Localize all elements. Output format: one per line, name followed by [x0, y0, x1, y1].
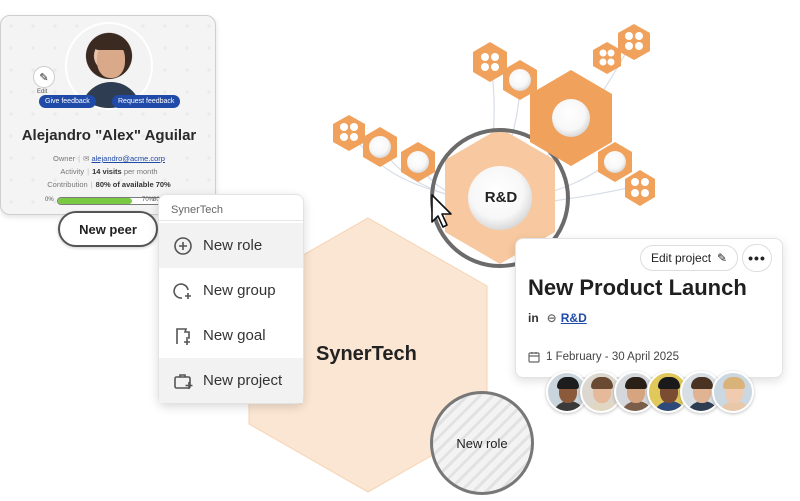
project-team-row: in ⊖ R&D [528, 311, 587, 325]
owner-label: Owner [53, 154, 76, 163]
profile-card: ✎ Edit Give feedback Request feedback Al… [0, 15, 216, 215]
team-link[interactable]: R&D [560, 311, 587, 325]
calendar-icon [528, 352, 540, 363]
mail-icon: ✉ [83, 154, 90, 163]
contribution-row: Contribution|80% of available 70% [47, 180, 171, 189]
avatar[interactable] [712, 371, 754, 413]
menu-item-label: New role [203, 237, 263, 254]
owner-row: Owner|✉ alejandro@acme.corp [53, 154, 165, 163]
contribution-value: 80% of available [95, 180, 154, 189]
rd-ball [468, 166, 532, 230]
cursor-icon [431, 194, 452, 228]
menu-item-label: New project [203, 372, 283, 389]
in-label: in [528, 311, 539, 325]
menu-item-label: New goal [203, 327, 266, 344]
progress-end: 80 [153, 197, 160, 203]
more-options-button[interactable]: ••• [742, 244, 772, 272]
project-card: Edit project ✎ ••• New Product Launch in… [515, 238, 783, 378]
hex-cluster-1 [473, 42, 507, 82]
menu-divider [159, 220, 303, 221]
plus-circle-icon [174, 236, 192, 255]
email-link[interactable]: alejandro@acme.corp [91, 154, 165, 163]
menu-item-new-role[interactable]: New role [159, 223, 303, 268]
hex-cluster-3 [618, 24, 650, 60]
activity-label: Activity [60, 167, 85, 176]
pencil-icon: ✎ [717, 251, 728, 265]
edit-project-button[interactable]: Edit project ✎ [640, 245, 739, 271]
menu-header: SynerTech [171, 204, 223, 216]
edit-label: Edit [37, 89, 48, 95]
menu-item-new-group[interactable]: New group [159, 268, 303, 313]
briefcase-add-icon [174, 373, 193, 389]
request-feedback-button[interactable]: Request feedback [112, 95, 181, 108]
progress-fill [58, 198, 133, 204]
profile-name: Alejandro "Alex" Aguilar [21, 127, 197, 144]
hex-cluster-2 [333, 115, 365, 151]
group-add-icon [173, 282, 191, 299]
contribution-percent: 70% [155, 180, 171, 189]
contribution-label: Contribution [47, 180, 88, 189]
activity-suffix: per month [123, 167, 158, 176]
new-role-label: New role [456, 435, 508, 451]
project-dates: 1 February - 30 April 2025 [546, 351, 679, 363]
hex-node-2 [363, 127, 397, 167]
activity-row: Activity|14 visits per month [60, 167, 158, 176]
project-members [546, 371, 756, 415]
menu-item-label: New group [203, 282, 276, 299]
progress-value-label: 70% [141, 197, 154, 203]
new-peer-button[interactable]: New peer [58, 211, 158, 247]
edit-pencil-icon[interactable]: ✎ [33, 66, 55, 88]
hex-node-3 [401, 142, 435, 182]
contribution-progress: 70% [57, 197, 165, 205]
hex-node-1 [503, 60, 537, 100]
synertech-hex-label[interactable]: SynerTech [316, 343, 417, 365]
menu-item-new-project[interactable]: New project [159, 358, 303, 403]
hex-node-4 [598, 142, 632, 182]
give-feedback-button[interactable]: Give feedback [39, 95, 96, 108]
edit-project-label: Edit project [651, 251, 712, 265]
progress-start: 0% [45, 197, 54, 203]
flag-add-icon [176, 327, 190, 345]
activity-value: 14 visits [92, 167, 122, 176]
project-dates-row: 1 February - 30 April 2025 [528, 351, 679, 363]
new-role-node[interactable]: New role [430, 391, 534, 495]
menu-item-new-goal[interactable]: New goal [159, 313, 303, 358]
create-menu: SynerTech New role New group New goal Ne… [158, 194, 304, 404]
hex-cluster-4 [593, 42, 621, 74]
project-title: New Product Launch [528, 275, 747, 300]
team-circle-arrow-icon: ⊖ [546, 311, 557, 325]
rd-node-label[interactable]: R&D [484, 189, 518, 206]
hex-cluster-5 [625, 170, 655, 206]
